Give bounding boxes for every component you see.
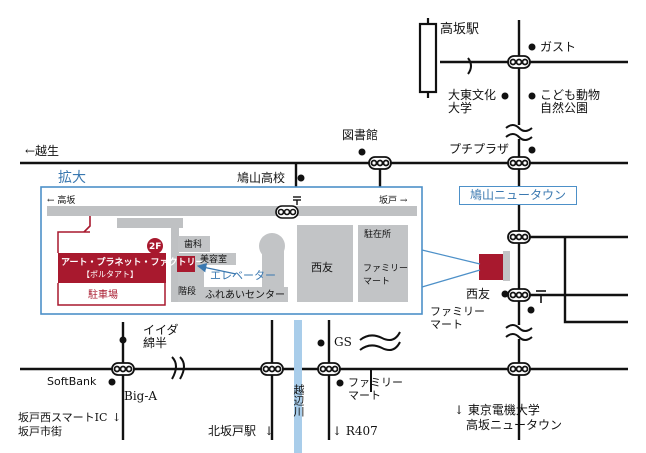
elevator-marker	[177, 256, 195, 272]
inset-streets	[47, 206, 417, 302]
traffic-signals	[111, 55, 531, 376]
inset-parking: 駐車場	[88, 290, 118, 301]
inset-elevator: エレベーター	[210, 269, 276, 282]
inset-signal	[275, 205, 299, 219]
label-denki-univ: ↓ 東京電機大学 高坂ニュータウン	[454, 403, 563, 432]
inset-title: 拡大	[58, 170, 86, 186]
parking-outline	[57, 253, 166, 306]
label-zoo: こども動物 自然公園	[540, 88, 601, 115]
inset-pointer-bottom	[421, 269, 481, 288]
kita-sakado-arrow: ↓	[264, 424, 275, 438]
signal-petit-plaza	[507, 156, 531, 170]
inset-parking-lot: 駐在所	[364, 230, 392, 240]
inset-post-icon	[293, 196, 301, 205]
label-seiyu: 西友	[466, 287, 491, 301]
signal-south-east	[507, 362, 531, 376]
signal-north	[507, 55, 531, 69]
inset-salon: 美容室	[200, 255, 228, 265]
signal-kita-sakado	[260, 362, 284, 376]
inset-route	[83, 216, 91, 233]
inset-art-factory-sub: 【ポルタアト】	[82, 270, 138, 279]
poi-dots	[108, 43, 536, 387]
road-east-loop	[563, 237, 628, 324]
label-hatoyama-newtown: 鳩山ニュータウン	[459, 186, 577, 205]
label-to-ogose: ←越生	[25, 144, 60, 158]
station-kita-sakado: 北坂戸駅	[208, 424, 257, 438]
signal-east-237	[507, 230, 531, 244]
label-library: 図書館	[342, 128, 379, 142]
label-gusto: ガスト	[540, 40, 577, 54]
inset-family-mart: ファミリー マート	[363, 264, 409, 287]
destination-building	[503, 251, 510, 281]
label-gs: GS	[334, 335, 352, 349]
inset-art-factory: アート・プラネット・ファクトリー	[61, 258, 205, 268]
label-daito-univ: 大東文化 大学	[448, 88, 497, 115]
road-breaks	[171, 57, 533, 392]
art-factory-block	[58, 253, 166, 283]
post-office-icon	[536, 290, 546, 303]
inset-fureai: ふれあいセンター	[205, 290, 285, 301]
inset-stairs: 階段	[178, 287, 197, 297]
signal-softbank	[111, 362, 135, 376]
sakado-ic-arrow: ↓	[112, 411, 122, 424]
signal-seiyu	[507, 288, 531, 302]
label-big-a: Big-A	[124, 389, 158, 403]
label-sakado-ic: 坂戸西スマートIC 坂戸市街	[18, 411, 108, 438]
inset-pointer-top	[421, 249, 481, 265]
label-r407: ↓ R407	[332, 424, 378, 438]
railway	[418, 18, 438, 98]
signal-library	[368, 156, 392, 170]
label-high-school: 鳩山高校	[237, 171, 286, 185]
inset-dental: 歯科	[184, 240, 203, 250]
inset-floor-badge: 2F	[149, 242, 162, 252]
label-family-mart-main: ファミリー マート	[430, 305, 485, 331]
inset-to-sakado: 坂戸 →	[379, 196, 408, 206]
inset-buildings	[178, 225, 408, 302]
label-river: 越辺川	[292, 384, 305, 417]
label-softbank: SoftBank	[47, 375, 97, 388]
station-takasaka: 高坂駅	[440, 22, 480, 37]
destination-marker	[479, 254, 503, 280]
signal-gs	[317, 362, 341, 376]
label-petit-plaza: プチプラザ	[449, 142, 510, 156]
inset-seiyu: 西友	[311, 261, 333, 274]
inset-to-takasaka: ← 高坂	[47, 196, 76, 206]
elevator-arrow	[196, 263, 237, 275]
floor-badge	[147, 238, 163, 254]
river	[294, 320, 302, 453]
parking-path	[57, 231, 90, 253]
label-family-mart-south: ファミリー マート	[348, 376, 403, 402]
label-iida: イイダ 綿半	[143, 323, 179, 350]
